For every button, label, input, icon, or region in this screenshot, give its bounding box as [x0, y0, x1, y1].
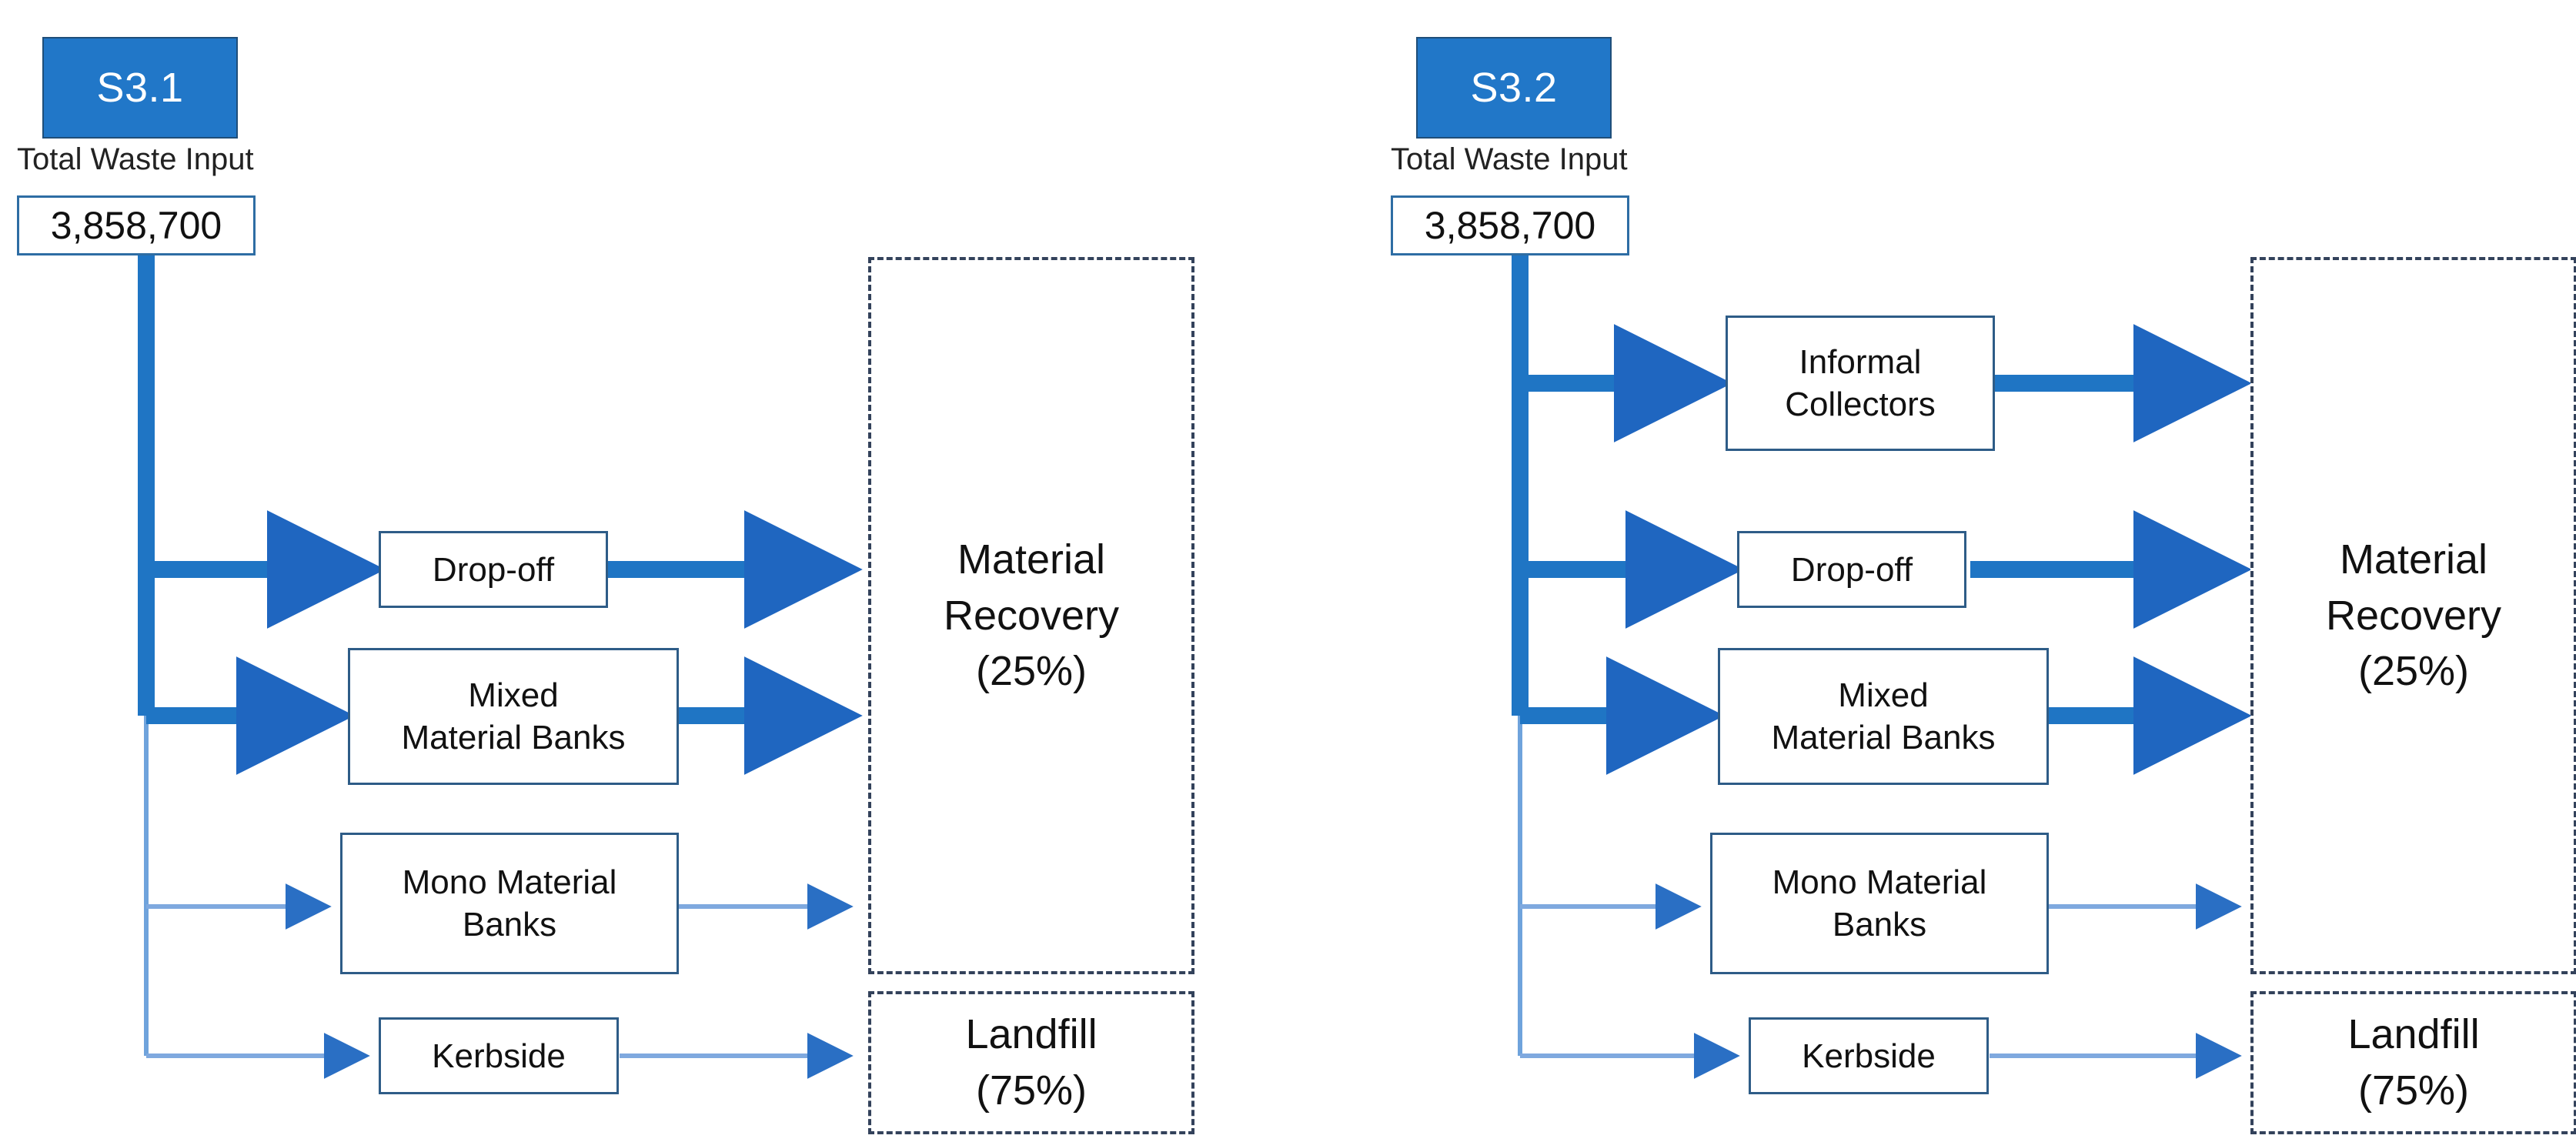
process-label-kerbside-right: Kerbside: [1802, 1037, 1936, 1075]
process-box-informal-collectors-right: Informal Collectors: [1726, 316, 1995, 451]
process-label-mono-material-banks-left: Mono Material Banks: [402, 863, 617, 943]
process-label-kerbside-left: Kerbside: [432, 1037, 566, 1075]
scenario-badge-s3-2: S3.2: [1416, 37, 1612, 139]
sink-box-landfill-right: Landfill (75%): [2250, 991, 2576, 1134]
sink-label-landfill-right: Landfill (75%): [2347, 1011, 2480, 1114]
process-label-informal-collectors-right: Informal Collectors: [1785, 343, 1936, 423]
total-waste-input-value-left: 3,858,700: [17, 195, 256, 255]
process-label-mono-material-banks-right: Mono Material Banks: [1772, 863, 1987, 943]
process-label-drop-off-left: Drop-off: [432, 550, 555, 589]
sink-label-material-recovery-left: Material Recovery (25%): [943, 536, 1120, 695]
total-waste-input-label-right: Total Waste Input: [1391, 142, 1628, 176]
sink-box-material-recovery-right: Material Recovery (25%): [2250, 257, 2576, 974]
process-label-mixed-material-banks-right: Mixed Material Banks: [1771, 676, 1996, 756]
sink-box-landfill-left: Landfill (75%): [868, 991, 1194, 1134]
process-box-drop-off-left: Drop-off: [379, 531, 608, 608]
scenario-badge-s3-1: S3.1: [42, 37, 238, 139]
process-box-mono-material-banks-right: Mono Material Banks: [1710, 833, 2049, 974]
process-box-drop-off-right: Drop-off: [1737, 531, 1966, 608]
process-label-drop-off-right: Drop-off: [1790, 550, 1913, 589]
process-box-kerbside-right: Kerbside: [1749, 1017, 1989, 1094]
process-box-kerbside-left: Kerbside: [379, 1017, 619, 1094]
total-waste-input-value-right: 3,858,700: [1391, 195, 1629, 255]
process-box-mixed-material-banks-left: Mixed Material Banks: [348, 648, 679, 785]
sink-label-material-recovery-right: Material Recovery (25%): [2325, 536, 2502, 695]
total-waste-input-label-left: Total Waste Input: [17, 142, 254, 176]
sink-label-landfill-left: Landfill (75%): [965, 1011, 1098, 1114]
process-label-mixed-material-banks-left: Mixed Material Banks: [401, 676, 626, 756]
process-box-mono-material-banks-left: Mono Material Banks: [340, 833, 679, 974]
sink-box-material-recovery-left: Material Recovery (25%): [868, 257, 1194, 974]
process-box-mixed-material-banks-right: Mixed Material Banks: [1718, 648, 2049, 785]
